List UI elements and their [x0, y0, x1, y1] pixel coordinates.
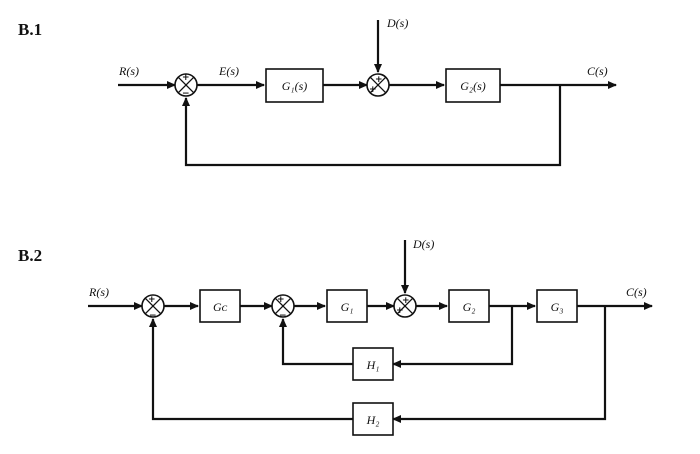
b2-input-label: R(s): [88, 285, 109, 299]
b1-error-label: E(s): [218, 64, 239, 78]
b1-sum2-top-sign: +: [375, 75, 383, 85]
b2-block-gc-label: Gᴄ: [213, 300, 228, 314]
b2-block-h1: H₁: [352, 347, 394, 381]
b1-sum2-left-sign: +: [369, 85, 377, 95]
b1-feedback-line: [182, 85, 562, 167]
b2-summing-junction-3: + +: [393, 294, 417, 318]
diagram-b1: + − G₁(s) + +: [118, 16, 617, 167]
b2-summing-junction-1: + −: [141, 294, 165, 321]
b2-block-g2: G₂: [448, 289, 490, 323]
b2-disturbance-label: D(s): [412, 237, 434, 251]
b2-sum3-left-sign: +: [396, 306, 404, 316]
b2-block-g1: G₁: [326, 289, 368, 323]
b2-sum2-top-sign: +: [277, 295, 285, 305]
b1-block-g1-label: G₁(s): [282, 79, 308, 93]
b1-disturbance-label: D(s): [386, 16, 408, 30]
b1-block-g1: G₁(s): [265, 68, 324, 103]
section-label-b1: B.1: [18, 20, 43, 39]
section-label-b2: B.2: [18, 246, 43, 265]
b1-block-g2-label: G₂(s): [460, 79, 486, 93]
b2-h2-output-line: [149, 318, 353, 421]
b2-output-label: C(s): [626, 285, 647, 299]
b2-block-g2-label: G₂: [463, 300, 476, 314]
b2-block-gc: Gᴄ: [199, 289, 241, 323]
b2-block-g3-label: G₃: [551, 300, 564, 314]
b2-block-h1-label: H₁: [366, 358, 380, 372]
b2-block-h2-label: H₂: [366, 413, 380, 427]
b1-sum1-bottom-sign: −: [182, 89, 190, 99]
b2-summing-junction-2: + −: [271, 294, 295, 321]
b1-block-g2: G₂(s): [445, 68, 501, 103]
b2-sum2-bottom-sign: −: [279, 311, 287, 321]
b2-h1-output-line: [279, 318, 353, 366]
b2-sum3-top-sign: +: [402, 296, 410, 306]
b2-h2-input-line: [392, 306, 607, 423]
b1-output-label: C(s): [587, 64, 608, 78]
diagram-b2: + − Gᴄ + − G₁: [88, 237, 653, 436]
b1-summing-junction-1: + −: [174, 73, 198, 99]
b1-input-label: R(s): [118, 64, 139, 78]
b2-h1-input-line: [392, 306, 514, 368]
b2-sum1-top-sign: +: [148, 295, 156, 305]
b1-sum1-top-sign: +: [182, 73, 190, 83]
b2-block-g1-label: G₁: [341, 300, 354, 314]
b2-block-g3: G₃: [536, 289, 578, 323]
b2-sum1-bottom-sign: −: [149, 311, 157, 321]
b2-block-h2: H₂: [352, 402, 394, 436]
b1-summing-junction-2: + +: [366, 73, 390, 97]
